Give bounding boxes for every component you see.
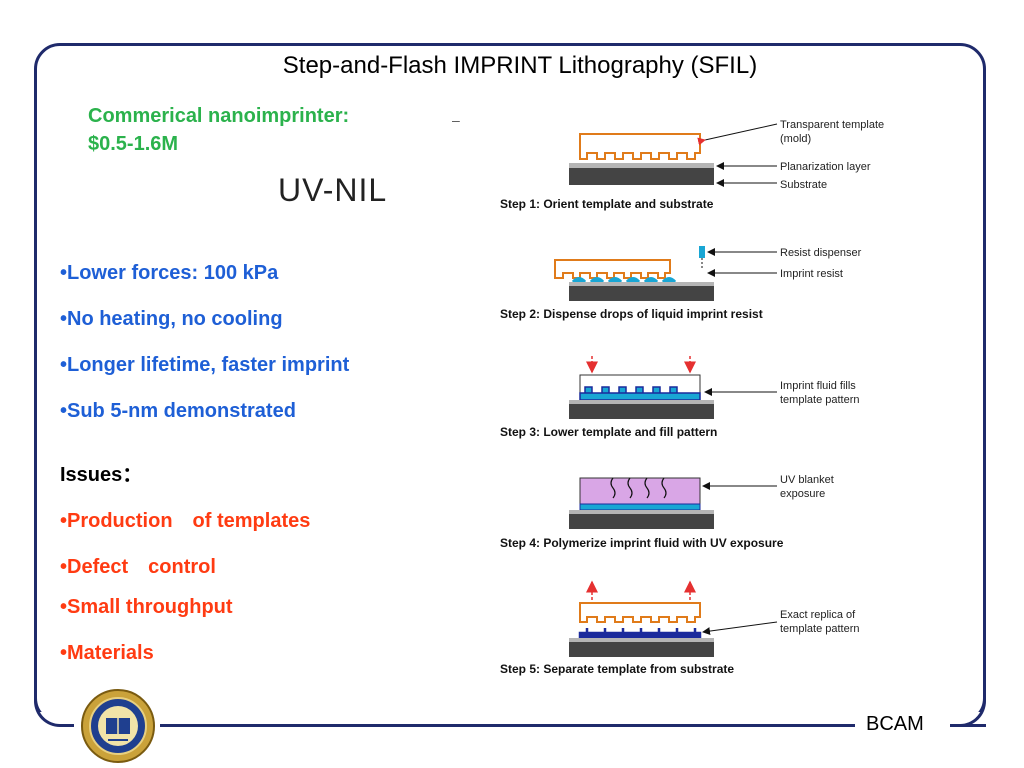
advantage-item: •Longer lifetime, faster imprint <box>60 354 350 376</box>
resist-drops <box>571 277 677 284</box>
step-label: Step 4: Polymerize imprint fluid with UV… <box>500 536 784 550</box>
subhead-line-1: Commerical nanoimprinter: <box>88 105 350 127</box>
note-text: Resist dispenser <box>780 247 862 259</box>
note-text: Planarization layer <box>780 161 871 173</box>
imprint-fluid <box>579 503 701 511</box>
sfil-process-diagram: Transparent template (mold) Planarizatio… <box>500 119 884 676</box>
substrate <box>569 404 714 419</box>
template-mold <box>554 259 671 279</box>
planarization-layer <box>569 638 714 642</box>
planarization-layer <box>569 400 714 404</box>
leader-line <box>702 621 778 636</box>
step-1-group: Transparent template (mold) Planarizatio… <box>500 119 884 211</box>
university-seal-icon <box>81 689 155 763</box>
planarization-layer <box>569 510 714 514</box>
footer-label: BCAM <box>866 713 924 735</box>
slide-title: Step-and-Flash IMPRINT Lithography (SFIL… <box>282 52 758 79</box>
step-label: Step 1: Orient template and substrate <box>500 197 714 211</box>
note-text: Transparent template <box>780 119 884 131</box>
issue-item: •Small throughput <box>60 596 233 618</box>
step-label: Step 2: Dispense drops of liquid imprint… <box>500 307 763 321</box>
substrate <box>569 168 714 185</box>
subhead-line-2: $0.5-1.6M <box>88 133 179 155</box>
advantage-item: •Sub 5-nm demonstrated <box>60 400 296 422</box>
replica-pattern <box>578 628 702 640</box>
step-2-group: Resist dispenser Imprint resist Step 2: … <box>500 246 862 321</box>
issues-list: •Production of templates •Defect control… <box>60 504 310 688</box>
note-text: template pattern <box>780 394 860 406</box>
frame-corner-left <box>34 690 74 727</box>
substrate <box>569 642 714 657</box>
note-text: Exact replica of <box>780 609 856 621</box>
issue-item: •Production of templates <box>60 510 311 532</box>
note-text: Imprint fluid fills <box>780 380 856 392</box>
template-mold <box>579 602 701 623</box>
step-4-group: UV blanket exposure Step 4: Polymerize i… <box>500 474 834 550</box>
note-text: template pattern <box>780 623 860 635</box>
leader-line <box>697 123 778 146</box>
advantage-item: •Lower forces: 100 kPa <box>60 262 279 284</box>
issues-label: Issues： <box>60 464 143 486</box>
note-text: (mold) <box>780 133 811 145</box>
note-text: exposure <box>780 488 825 500</box>
step-label: Step 3: Lower template and fill pattern <box>500 425 717 439</box>
template-mold <box>579 133 701 160</box>
note-text: Imprint resist <box>780 268 843 280</box>
step-5-group: Exact replica of template pattern Step 5… <box>500 580 860 676</box>
uv-exposure-zone <box>579 477 701 505</box>
footer-rule <box>160 724 855 727</box>
resist-dispenser <box>699 246 705 258</box>
issue-item: •Materials <box>60 642 154 664</box>
advantages-list: •Lower forces: 100 kPa •No heating, no c… <box>60 262 349 446</box>
footer-rule-right <box>955 724 986 727</box>
substrate <box>569 514 714 529</box>
substrate <box>569 286 714 301</box>
uv-nil-heading: UV-NIL <box>278 172 388 208</box>
note-text: Substrate <box>780 179 827 191</box>
uv-rays <box>610 477 667 499</box>
advantage-item: •No heating, no cooling <box>60 308 283 330</box>
planarization-layer <box>569 282 714 286</box>
step-label: Step 5: Separate template from substrate <box>500 662 734 676</box>
dash-mark: – <box>452 112 460 128</box>
planarization-layer <box>569 163 714 168</box>
step-3-group: Imprint fluid fills template pattern Ste… <box>500 356 860 439</box>
subhead: Commerical nanoimprinter: $0.5-1.6M <box>88 102 349 158</box>
note-text: UV blanket <box>780 474 834 486</box>
issue-item: •Defect control <box>60 556 216 578</box>
